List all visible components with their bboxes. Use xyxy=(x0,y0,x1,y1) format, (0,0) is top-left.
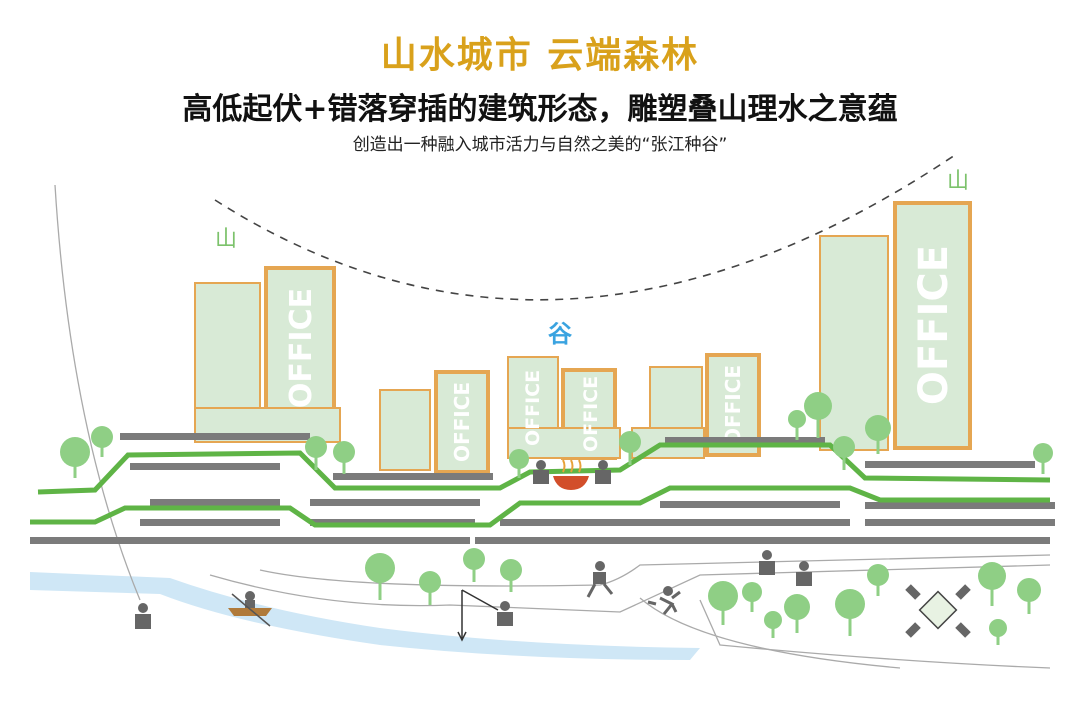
green-ribbon-lower xyxy=(30,485,1050,528)
tree xyxy=(833,436,855,470)
person-exercising xyxy=(647,586,681,615)
tree xyxy=(333,441,355,474)
tree xyxy=(305,436,327,470)
people xyxy=(135,460,812,629)
valley-label: 谷 xyxy=(548,320,573,348)
hotpot-icon xyxy=(553,459,589,490)
walkway-line xyxy=(259,554,1051,587)
tree xyxy=(742,582,762,612)
buildings xyxy=(194,201,972,474)
person-seated xyxy=(533,460,549,484)
tree xyxy=(784,594,810,633)
tree xyxy=(619,431,641,465)
person-seated xyxy=(135,603,151,629)
building-tower xyxy=(819,235,889,451)
tree xyxy=(978,562,1006,606)
tree xyxy=(867,564,889,596)
building-tower xyxy=(194,282,261,429)
picnic-table-icon xyxy=(905,584,971,638)
office-label: OFFICE xyxy=(911,245,957,405)
tree xyxy=(804,392,832,438)
office-label: OFFICE xyxy=(284,288,319,408)
walkway-line xyxy=(54,184,141,601)
walkway-line xyxy=(699,599,1051,669)
tree xyxy=(509,449,529,478)
tree xyxy=(365,553,395,600)
tree xyxy=(835,589,865,636)
building-office xyxy=(893,201,972,450)
tree xyxy=(463,548,485,582)
tree xyxy=(989,619,1007,645)
page-title: 山水城市 云端森林 xyxy=(380,35,700,76)
tree xyxy=(91,426,113,457)
office-labels: OFFICE OFFICE OFFICE OFFICE OFFICE OFFIC… xyxy=(284,245,957,462)
page-caption: 创造出一种融入城市活力与自然之美的“张江种谷” xyxy=(352,135,728,155)
page-subtitle: 高低起伏+错落穿插的建筑形态，雕塑叠山理水之意蕴 xyxy=(182,92,898,127)
tree xyxy=(708,581,738,625)
mountain-label-right: 山 xyxy=(947,169,969,194)
sky-arc xyxy=(214,154,956,301)
person-seated xyxy=(796,561,812,586)
office-label: OFFICE xyxy=(450,382,474,462)
tree xyxy=(865,415,891,454)
tree xyxy=(500,559,522,592)
person-fishing xyxy=(497,601,513,626)
office-label: OFFICE xyxy=(580,376,602,452)
mountain-label-left: 山 xyxy=(215,227,237,252)
building-office xyxy=(264,266,336,430)
boat xyxy=(228,591,272,627)
fishing-rod xyxy=(461,589,499,640)
tree xyxy=(788,410,806,440)
walkway-line xyxy=(209,564,1051,613)
walkway-line xyxy=(639,597,901,669)
tree xyxy=(1017,578,1041,614)
person-seated xyxy=(595,460,611,484)
fishing-hook xyxy=(457,631,467,642)
trees xyxy=(60,392,1053,645)
tree xyxy=(764,611,782,638)
person-walking xyxy=(586,561,614,598)
office-label: OFFICE xyxy=(721,365,745,445)
person-seated xyxy=(759,550,775,575)
building-office xyxy=(434,370,490,474)
tree xyxy=(1033,443,1053,474)
office-label: OFFICE xyxy=(522,370,544,446)
building-tower xyxy=(379,389,431,471)
tree xyxy=(60,437,90,478)
tree xyxy=(419,571,441,605)
river xyxy=(30,572,700,660)
